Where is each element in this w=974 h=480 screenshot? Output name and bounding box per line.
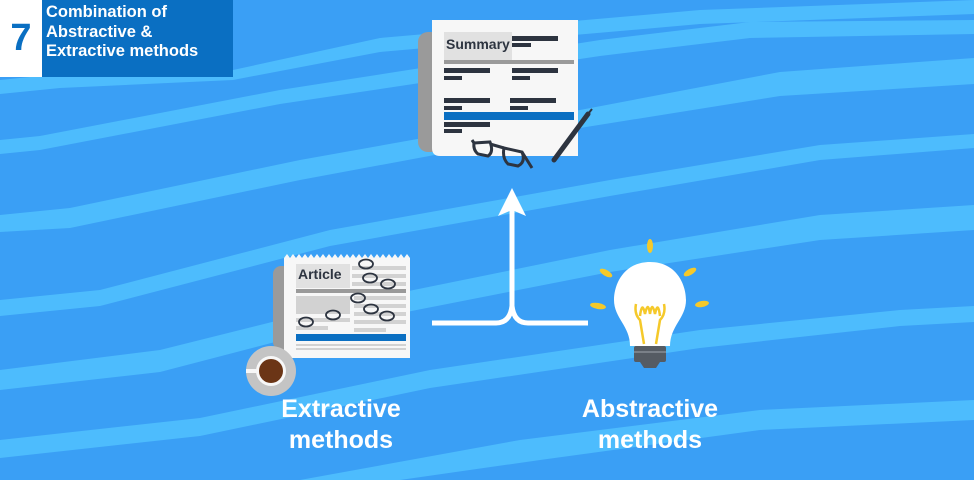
extractive-methods-label: Extractive methods: [241, 394, 441, 456]
abstractive-label-line-1: Abstractive: [581, 395, 719, 423]
glasses-icon: [470, 139, 534, 169]
extractive-label-line-2: methods: [288, 426, 394, 454]
title-line-1: Combination of: [46, 3, 167, 21]
merge-arrow-up-icon: [432, 188, 588, 326]
article-doc-title: Article: [298, 266, 342, 282]
abstractive-label-line-2: methods: [597, 426, 703, 454]
coffee-cup-icon: [246, 346, 296, 396]
summary-doc-title: Summary: [446, 36, 510, 52]
slide-title-box: Combination of Abstractive & Extractive …: [42, 0, 233, 77]
slide-title: 7 Combination of Abstractive & Extractiv…: [0, 0, 233, 77]
extractive-label-line-1: Extractive: [281, 395, 401, 423]
pencil-icon: [551, 108, 593, 163]
slide-number: 7: [0, 0, 42, 77]
title-line-2: Abstractive &: [46, 22, 153, 41]
newspaper-article-icon: [273, 254, 410, 358]
title-line-3: Extractive methods: [46, 42, 199, 60]
abstractive-methods-label: Abstractive methods: [550, 394, 750, 456]
newspaper-summary-icon: [418, 20, 578, 156]
light-bulb-icon: [590, 239, 709, 368]
